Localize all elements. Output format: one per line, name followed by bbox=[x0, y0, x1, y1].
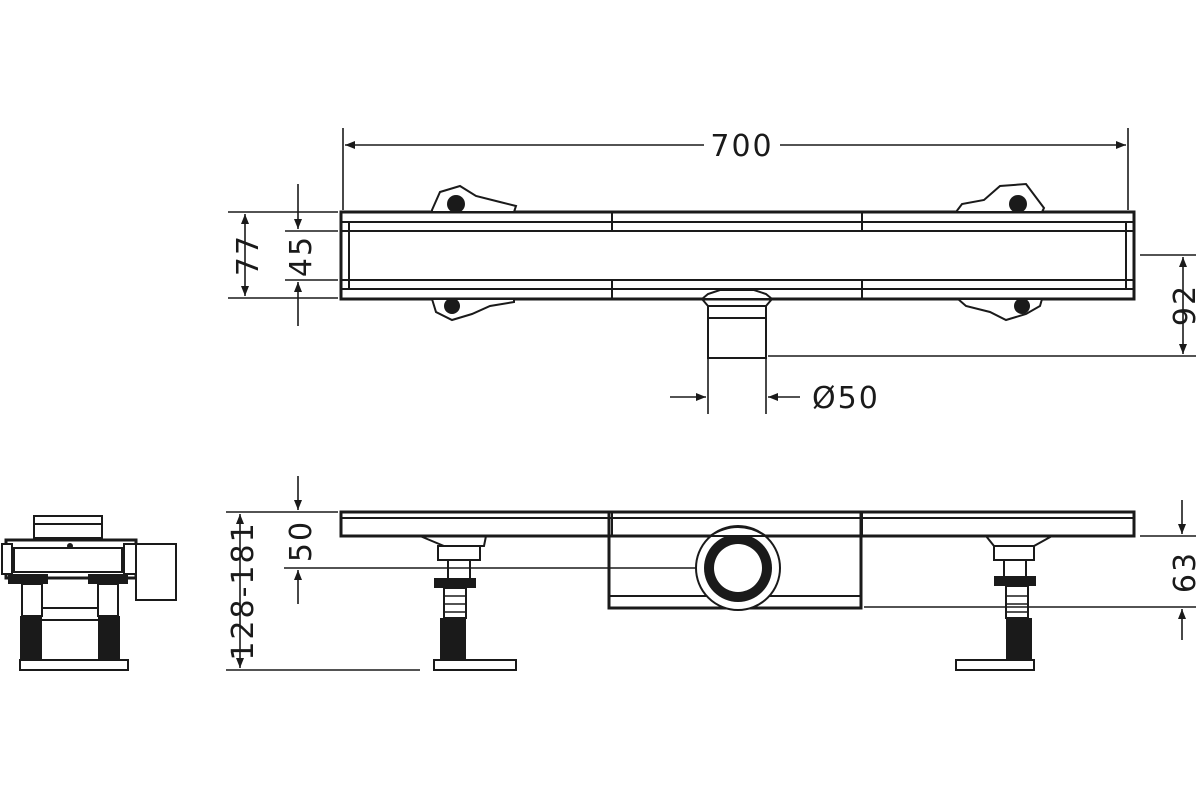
support-screw-left bbox=[443, 587, 467, 619]
support-foot-left bbox=[433, 659, 517, 671]
support-post-left bbox=[440, 618, 466, 662]
channel-outline-top bbox=[339, 210, 1136, 301]
end-view-outlet bbox=[135, 543, 177, 601]
end-cap-left bbox=[340, 221, 350, 290]
side-view: 128-181 50 63 bbox=[226, 476, 1200, 671]
end-view-top-cover bbox=[33, 515, 103, 539]
end-view-side-tab-right bbox=[123, 543, 137, 575]
bracket-top-left bbox=[431, 184, 518, 213]
dimension-body-depth: 63 bbox=[1168, 551, 1200, 593]
end-view-post-right bbox=[98, 616, 120, 664]
bracket-knob bbox=[1009, 195, 1027, 213]
end-view bbox=[1, 515, 177, 671]
support-clamp-right bbox=[993, 545, 1035, 561]
dimension-inlet-height: 50 bbox=[284, 520, 319, 562]
end-view-inner bbox=[13, 547, 123, 573]
end-view-post-left bbox=[20, 616, 42, 664]
outlet-pipe-line bbox=[701, 298, 709, 307]
dimension-height-range: 128-181 bbox=[226, 521, 261, 660]
outlet-collar bbox=[706, 526, 770, 537]
bracket-bottom-left bbox=[430, 298, 515, 322]
dimension-channel-width: 45 bbox=[284, 235, 319, 277]
end-view-collar-right bbox=[88, 574, 128, 584]
bracket-knob bbox=[1014, 298, 1030, 314]
support-foot-right bbox=[955, 659, 1035, 671]
support-clamp-left bbox=[437, 545, 481, 561]
outlet-ring-hole bbox=[714, 544, 762, 592]
end-cap-right bbox=[1125, 221, 1135, 290]
outlet-pipe-line bbox=[765, 298, 773, 307]
support-post-right bbox=[1006, 618, 1032, 662]
bracket-knob bbox=[444, 298, 460, 314]
end-view-collar-left bbox=[8, 574, 48, 584]
dimension-total-width: 77 bbox=[231, 234, 266, 276]
top-view: 700 77 45 92 Ø50 bbox=[228, 128, 1200, 416]
dimension-outlet-diameter: Ø50 bbox=[812, 381, 880, 416]
dimension-length: 700 bbox=[710, 129, 773, 164]
bracket-top-right bbox=[954, 182, 1046, 213]
bracket-bottom-right bbox=[955, 298, 1044, 322]
support-collar-right bbox=[994, 576, 1036, 586]
dimension-outlet-offset: 92 bbox=[1168, 284, 1200, 326]
end-view-screw-right bbox=[97, 583, 119, 617]
end-view-side-tab-left bbox=[1, 543, 13, 575]
outlet-neck bbox=[699, 289, 775, 300]
end-view-screw bbox=[67, 543, 73, 549]
support-collar-left bbox=[434, 578, 476, 588]
support-screw-right bbox=[1005, 585, 1029, 619]
bracket-knob bbox=[447, 195, 465, 213]
end-view-screw-left bbox=[21, 583, 43, 617]
outlet-pipe bbox=[707, 305, 767, 359]
end-view-base bbox=[19, 659, 129, 671]
